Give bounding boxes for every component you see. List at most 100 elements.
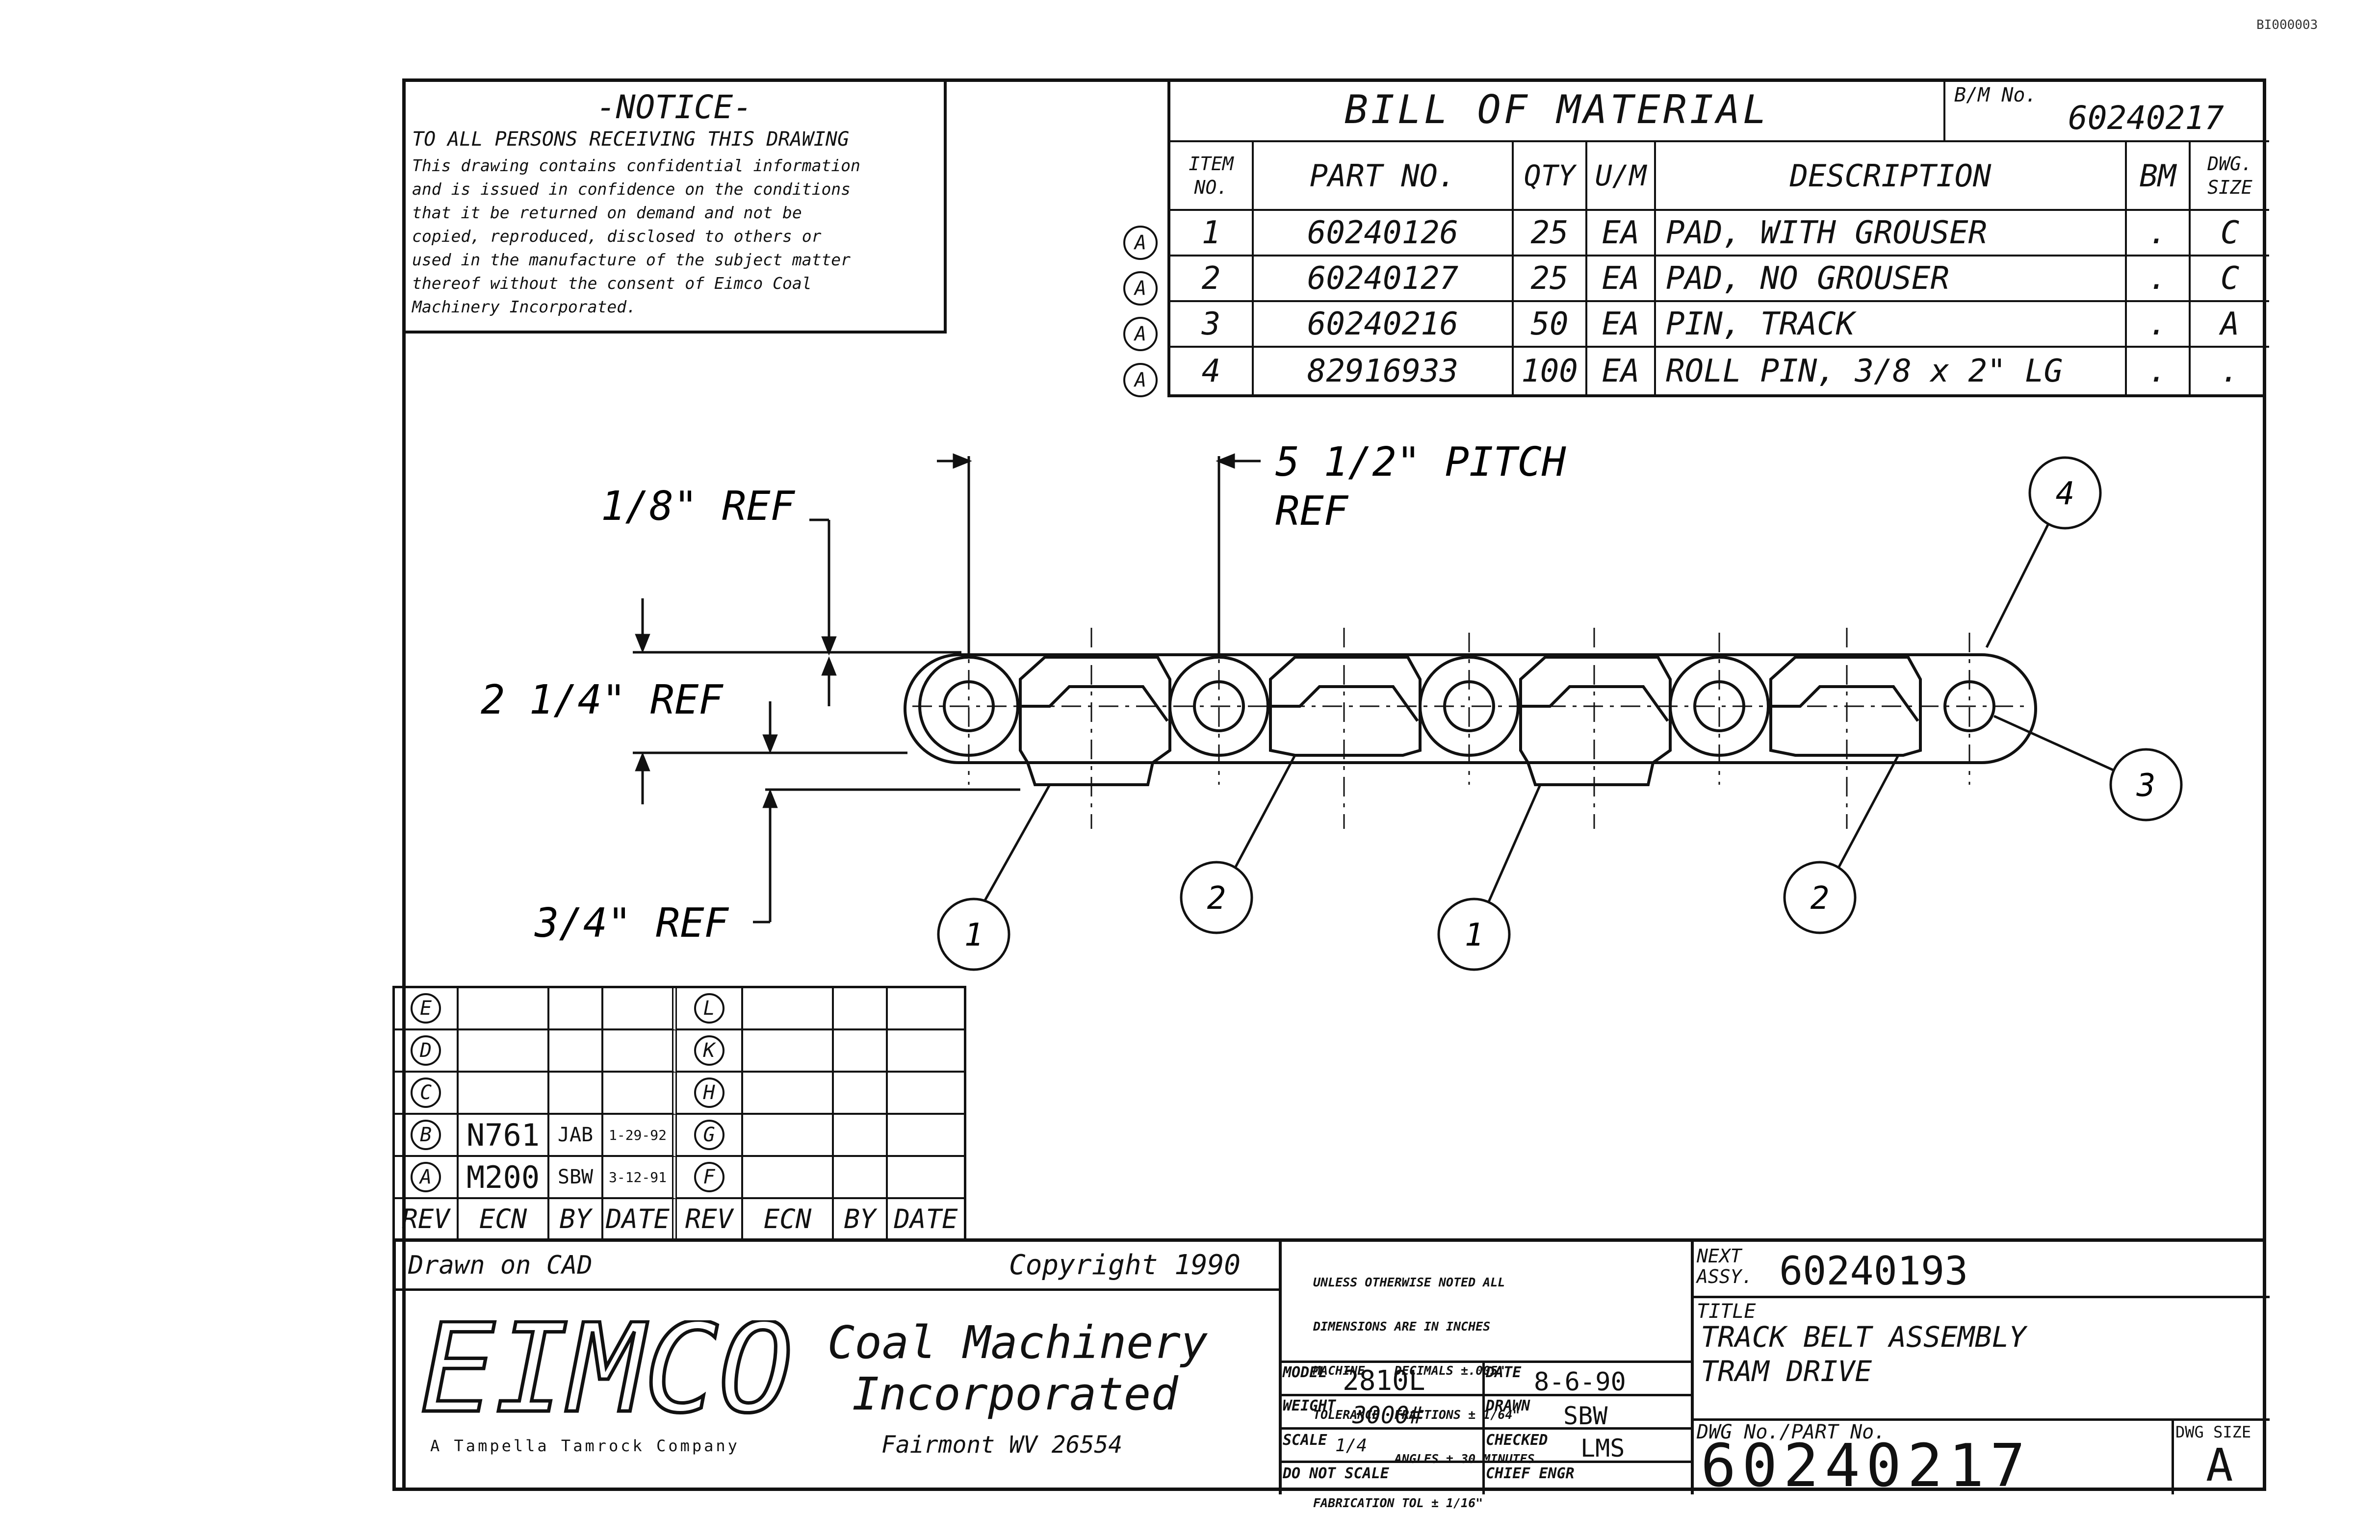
date-label: DATE <box>1486 1364 1522 1381</box>
pad-with-grouser <box>1519 656 1672 786</box>
rev-date <box>888 1030 964 1073</box>
tolerance-line: DIMENSIONS ARE IN INCHES <box>1313 1319 1491 1334</box>
bom-header-item: ITEM NO. <box>1170 142 1254 211</box>
company-location: Fairmont WV 26554 <box>881 1431 1123 1459</box>
rev-date <box>603 1073 677 1115</box>
dim-arrow <box>953 453 972 469</box>
bom-um: EA <box>1587 348 1656 394</box>
rev-marker: H <box>694 1078 724 1108</box>
rev-letter: A <box>395 1157 459 1199</box>
rev-ecn <box>459 1073 549 1115</box>
notice-line: This drawing contains confidential infor… <box>412 156 860 175</box>
rev-header: DATE <box>603 1199 677 1241</box>
bom-part: 60240216 <box>1254 302 1514 348</box>
rev-letter: L <box>677 988 743 1030</box>
divider <box>1482 1360 1485 1494</box>
weight-label: WEIGHT <box>1283 1397 1336 1414</box>
dim-arrow <box>762 734 778 754</box>
weight-value: 3000# <box>1352 1402 1423 1429</box>
bom-um: EA <box>1587 302 1656 348</box>
company-name-line1: Coal Machinery <box>828 1316 1208 1369</box>
bom-rev-marker: A <box>1123 363 1158 397</box>
rev-header: ECN <box>743 1199 834 1241</box>
rev-letter: F <box>677 1157 743 1199</box>
bom-number-label: B/M No. <box>1954 84 2037 106</box>
dim-pitch-ref: 5 1/2" PITCH <box>1275 439 1566 486</box>
divider <box>1691 1418 2270 1421</box>
bom-rev-marker: A <box>1123 226 1158 260</box>
rev-by <box>834 1115 888 1157</box>
bom-desc: PAD, WITH GROUSER <box>1656 211 2127 257</box>
bom-size: C <box>2191 211 2269 257</box>
rev-marker: A <box>411 1162 441 1192</box>
bom-rev-marker: A <box>1123 271 1158 306</box>
rev-by <box>549 988 603 1030</box>
bom-size: C <box>2191 257 2269 302</box>
rev-ecn <box>459 988 549 1030</box>
rev-ecn <box>743 1030 834 1073</box>
rev-ecn: M200 <box>459 1157 549 1199</box>
tolerance-line: TOLERANCE FRACTIONS ± 1/64" <box>1313 1408 1520 1422</box>
balloon-item-1 <box>1437 898 1511 971</box>
notice-line: and is issued in confidence on the condi… <box>412 180 851 199</box>
rev-letter: K <box>677 1030 743 1073</box>
balloon-label: 1 <box>964 917 983 953</box>
notice-line: used in the manufacture of the subject m… <box>412 250 851 269</box>
title-label: TITLE <box>1697 1300 1756 1323</box>
title-line2: TRAM DRIVE <box>1701 1355 1872 1388</box>
rev-marker: L <box>694 993 724 1024</box>
bom-header-part: PART NO. <box>1254 142 1514 211</box>
bom-part: 60240127 <box>1254 257 1514 302</box>
balloon-item-2 <box>1783 861 1857 934</box>
tolerance-line: ANGLES ± 30 MINUTES <box>1313 1452 1535 1466</box>
pad-no-grouser <box>1769 656 1922 757</box>
sheet-id: BI000003 <box>2256 18 2318 32</box>
rev-marker: G <box>694 1120 724 1150</box>
bom-part: 60240126 <box>1254 211 1514 257</box>
bom-um: EA <box>1587 257 1656 302</box>
balloon-label: 3 <box>2136 768 2156 804</box>
bom-bm: . <box>2127 348 2191 394</box>
track-belt-drawing: 1/8" REF 5 1/2" PITCH REF 2 1/4" REF 3/4… <box>481 439 2183 971</box>
bom-item: 4 <box>1170 348 1254 394</box>
chain-outline <box>904 653 2037 764</box>
rev-letter: C <box>395 1073 459 1115</box>
tolerance-line: UNLESS OTHERWISE NOTED ALL <box>1313 1275 1505 1289</box>
next-assy-label: NEXT <box>1697 1245 1742 1267</box>
bom-title: BILL OF MATERIAL <box>1170 78 1945 142</box>
bom-item: 1 <box>1170 211 1254 257</box>
bom-bm: . <box>2127 257 2191 302</box>
rev-by <box>834 1073 888 1115</box>
rev-header: BY <box>549 1199 603 1241</box>
bom-desc: PIN, TRACK <box>1656 302 2127 348</box>
drawn-value: SBW <box>1563 1402 1608 1430</box>
rev-marker: E <box>411 993 441 1024</box>
title-block: Drawn on CAD Copyright 1990 EIMCO A Tamp… <box>392 1238 2270 1510</box>
dim-height-ref: 2 1/4" REF <box>481 677 724 723</box>
rev-by <box>549 1073 603 1115</box>
pad-with-grouser <box>1019 656 1171 786</box>
scale-value: 1/4 <box>1335 1436 1368 1456</box>
rev-date: 3-12-91 <box>603 1157 677 1199</box>
rev-by: JAB <box>549 1115 603 1157</box>
size-header-line: DWG. <box>2207 153 2252 175</box>
notice-body: This drawing contains confidential infor… <box>412 154 860 319</box>
rev-date <box>888 1115 964 1157</box>
notice-line: Machinery Incorporated. <box>412 297 636 316</box>
bom-header-desc: DESCRIPTION <box>1656 142 2127 211</box>
bom-item: 3 <box>1170 302 1254 348</box>
link-detail <box>1521 685 1669 722</box>
rev-letter: D <box>395 1030 459 1073</box>
date-value: 8-6-90 <box>1534 1367 1626 1397</box>
bom-desc: ROLL PIN, 3/8 x 2" LG <box>1656 348 2127 394</box>
bill-of-material: BILL OF MATERIAL B/M No. 60240217 ITEM N… <box>1167 78 2269 397</box>
notice-box: -NOTICE- TO ALL PERSONS RECEIVING THIS D… <box>402 78 947 334</box>
rev-header: REV <box>395 1199 459 1241</box>
rev-by <box>834 1157 888 1199</box>
rev-header: ECN <box>459 1199 549 1241</box>
rev-marker: C <box>411 1078 441 1108</box>
balloon-item-3 <box>2109 748 2183 821</box>
bom-qty: 25 <box>1514 257 1587 302</box>
dim-arrow <box>635 634 650 653</box>
model-label: MODEL <box>1283 1364 1327 1381</box>
